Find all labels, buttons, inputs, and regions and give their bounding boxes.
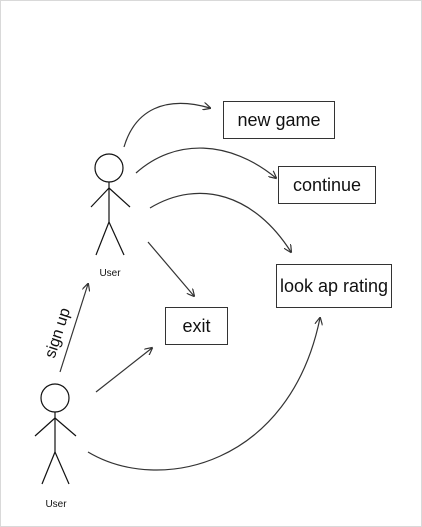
use-case-exit[interactable]: exit (165, 307, 228, 345)
edge-sign-up (59, 284, 88, 373)
edge-user-top-new-game (123, 103, 210, 148)
actor-figure-bottom[interactable] (34, 383, 77, 485)
edge-user-top-look-ap-rating (149, 192, 291, 252)
edge-user-bottom-look-ap-rating (87, 318, 320, 471)
edge-user-top-continue (135, 147, 276, 178)
actor-label-top: User (99, 268, 121, 279)
edge-user-bottom-exit (95, 348, 152, 393)
use-case-new-game[interactable]: new game (223, 101, 335, 139)
use-case-continue[interactable]: continue (278, 166, 376, 204)
actor-figure-top[interactable] (90, 153, 131, 256)
edge-user-top-exit (147, 241, 194, 296)
use-case-look-ap-rating[interactable]: look ap rating (276, 264, 392, 308)
actor-label-bottom: User (45, 499, 67, 510)
